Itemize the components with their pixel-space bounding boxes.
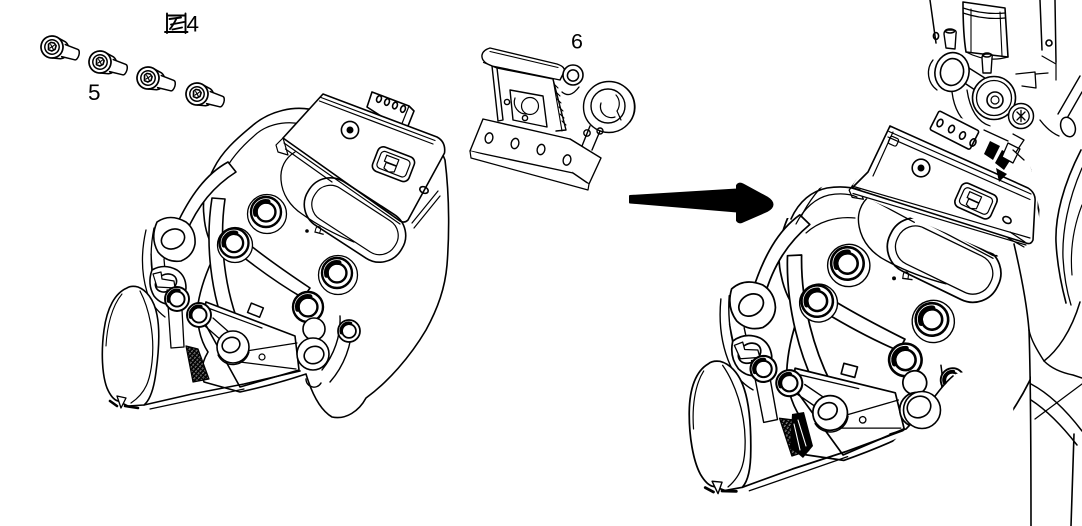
svg-text:4: 4	[187, 12, 200, 37]
svg-text:6: 6	[571, 30, 583, 54]
svg-text:5: 5	[88, 80, 101, 105]
svg-text:P: P	[311, 224, 329, 237]
